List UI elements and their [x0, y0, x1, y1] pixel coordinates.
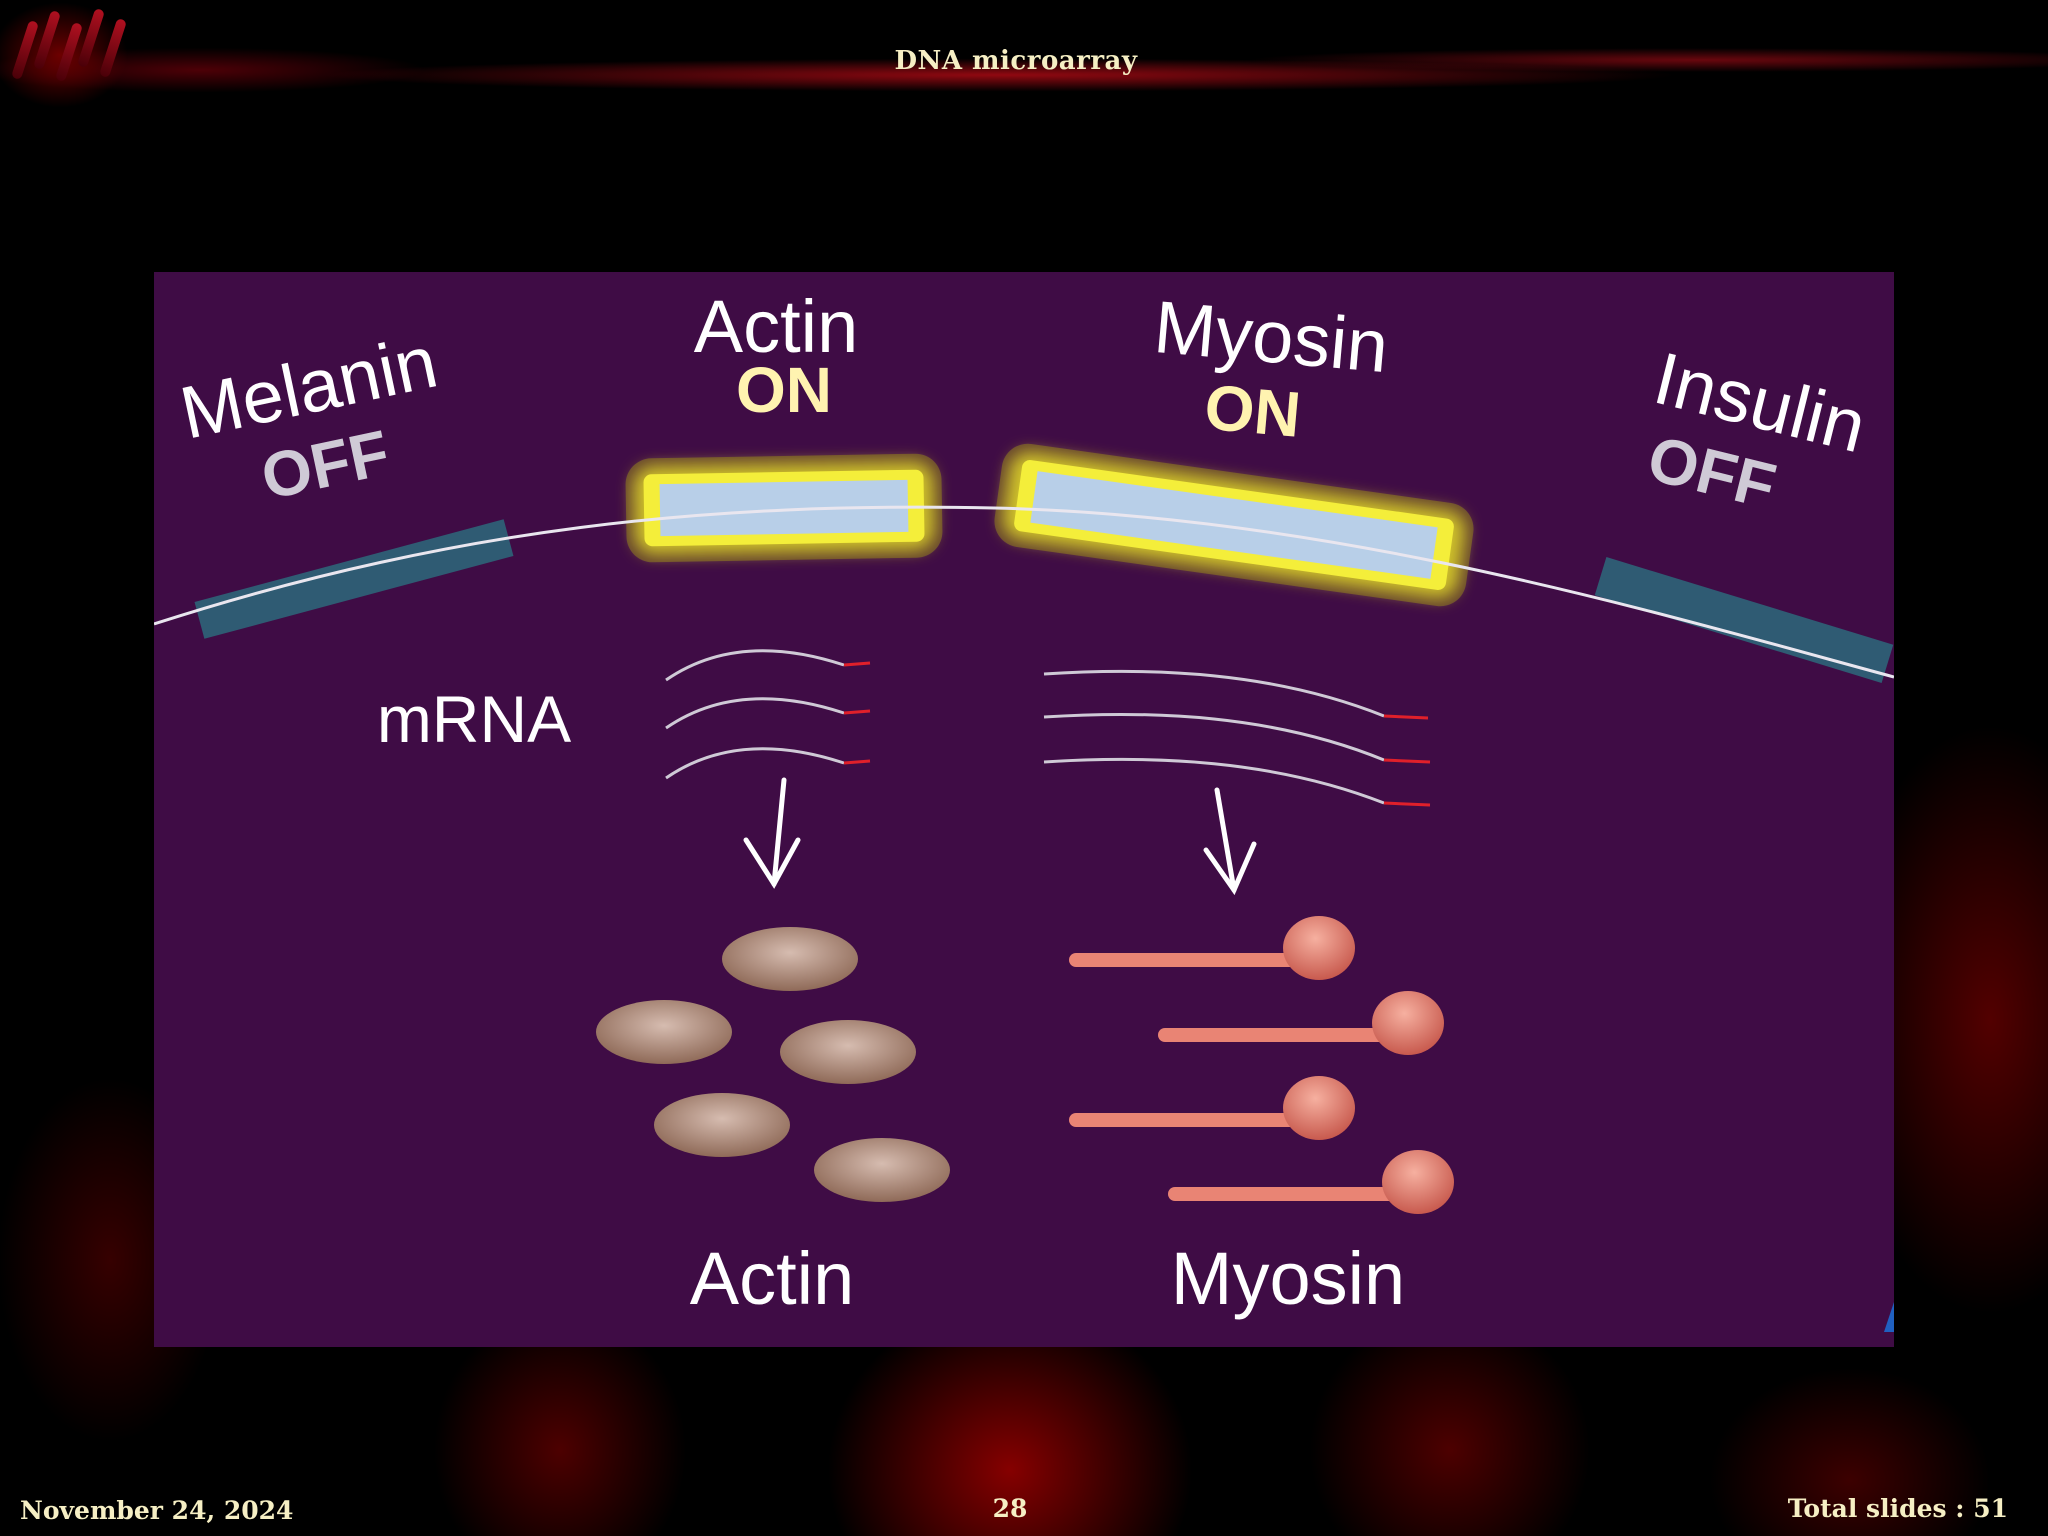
- myosin-mrna-strand: [1043, 757, 1385, 805]
- slide-title: DNA microarray: [894, 46, 1138, 76]
- gene-insulin: [1594, 557, 1894, 683]
- header-band: [0, 30, 2048, 100]
- gene-name-actin: Actin: [694, 285, 859, 368]
- mrna-label: mRNA: [377, 682, 571, 756]
- actin-mrna-tail: [843, 709, 871, 715]
- gene-actin-block: [659, 479, 909, 537]
- footer-total-slides: Total slides : 51: [1787, 1494, 2008, 1523]
- gene-expression-figure: Melanin OFF Actin ON Myosin ON Insulin O…: [154, 272, 1894, 1347]
- myosin-molecule: [1069, 916, 1355, 980]
- translation-arrow-actin: [743, 777, 801, 889]
- myosin-proteins: [1069, 916, 1454, 1214]
- gene-melanin-block: [194, 519, 514, 639]
- gene-state-actin: ON: [736, 354, 832, 426]
- myosin-mrna-tail: [1383, 758, 1431, 764]
- corner-logo: [0, 0, 160, 120]
- product-label-actin: Actin: [690, 1237, 855, 1320]
- actin-globule: [780, 1020, 916, 1084]
- actin-mrna-strand: [665, 649, 845, 682]
- myosin-mrna-tail: [1383, 801, 1431, 807]
- myosin-mrna-strand: [1043, 669, 1385, 718]
- gene-name-myosin: Myosin: [1151, 285, 1392, 388]
- actin-proteins: [596, 927, 950, 1202]
- myosin-molecule: [1168, 1150, 1454, 1214]
- actin-mrna-tail: [843, 661, 871, 667]
- label-myosin: Myosin ON: [1151, 285, 1392, 451]
- corner-mark: [1884, 1302, 1894, 1332]
- gene-state-myosin: ON: [1202, 371, 1304, 451]
- label-actin: Actin ON: [694, 285, 859, 426]
- footer-page-number: 28: [992, 1494, 1028, 1523]
- actin-mrna-strand: [665, 697, 845, 730]
- translation-arrow-myosin: [1203, 787, 1257, 896]
- myosin-mrna-strands: [1043, 669, 1431, 807]
- actin-globule: [722, 927, 858, 991]
- footer-date: November 24, 2024: [20, 1496, 294, 1525]
- actin-globule: [814, 1138, 950, 1202]
- gene-myosin-block: [1030, 471, 1438, 579]
- actin-mrna-strands: [665, 649, 871, 780]
- myosin-mrna-strand: [1043, 712, 1385, 762]
- dna-strand: [154, 505, 1894, 679]
- figure-panel: [154, 272, 1894, 1347]
- myosin-molecule: [1158, 991, 1444, 1055]
- actin-mrna-tail: [843, 759, 871, 765]
- gene-melanin: [194, 519, 514, 639]
- myosin-molecule: [1069, 1076, 1355, 1140]
- gene-myosin: [994, 443, 1474, 607]
- myosin-mrna-tail: [1383, 714, 1429, 720]
- product-label-myosin: Myosin: [1171, 1237, 1405, 1320]
- actin-globule: [596, 1000, 732, 1064]
- gene-actin: [625, 453, 943, 563]
- gene-insulin-block: [1594, 557, 1894, 683]
- actin-globule: [654, 1093, 790, 1157]
- actin-mrna-strand: [665, 747, 845, 780]
